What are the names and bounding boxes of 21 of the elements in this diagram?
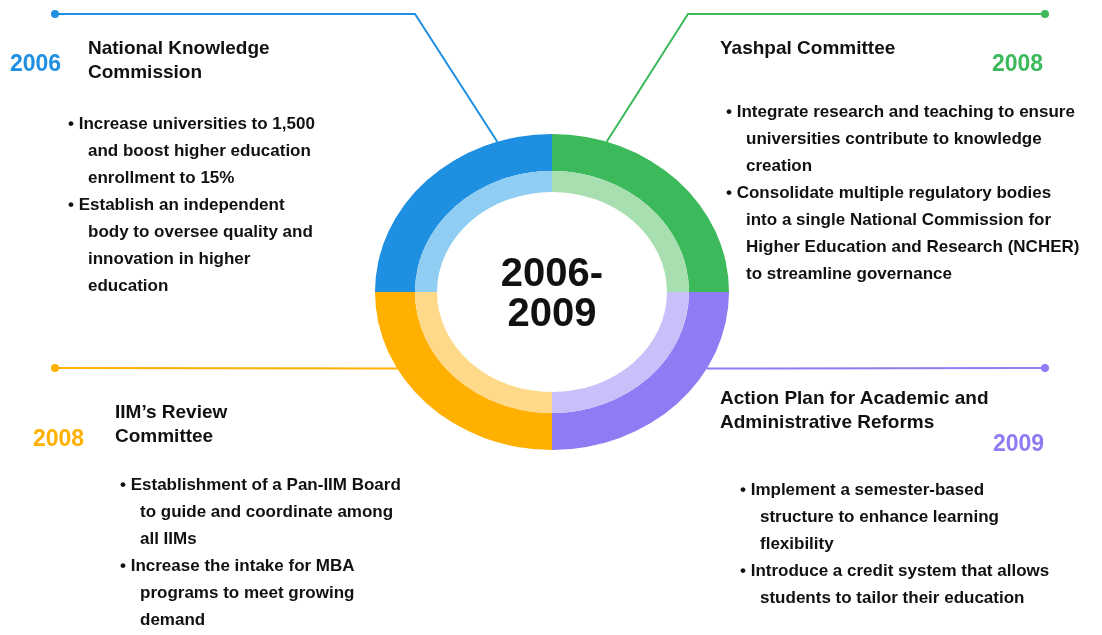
bullet-text: • Implement a semester-based structure to enhance learning flexibility — [740, 479, 1000, 555]
leader-line — [51, 364, 399, 372]
bullet-text: • Establishment of a Pan-IIM Board to guide and coordinate among all IIMs — [120, 474, 402, 550]
year-label: 2009 — [993, 430, 1045, 457]
bullet-text: • Increase universities to 1,500 and boost higher education enrollment to 15% — [68, 113, 316, 189]
heading: Action Plan for Academic and Administrative Reforms — [720, 386, 990, 434]
bullet-text: • Integrate research and teaching to ensure universities contribute to knowledge creation — [726, 101, 1076, 177]
bullet-text: • Establish an independent body to oversee quality and innovation in higher education — [68, 194, 314, 297]
leader-line — [51, 10, 499, 143]
heading: IIM’s Review Committee — [115, 400, 229, 448]
leader-line — [605, 10, 1049, 143]
center-label: 2006-2009 — [437, 192, 667, 392]
bullet-text: • Introduce a credit system that allows students to tailor their education — [740, 560, 1051, 609]
heading: National Knowledge Commission — [88, 36, 271, 84]
bullet-text: • Increase the intake for MBA programs to meet growing demand — [120, 555, 356, 631]
year-label: 2008 — [33, 425, 85, 452]
heading: Yashpal Committee — [720, 36, 897, 60]
leader-line — [705, 364, 1049, 372]
year-label: 2006 — [10, 50, 62, 77]
bullet-text: • Consolidate multiple regulatory bodies into a single National Commission for Higher Education and Research (NCHER) to streamline governance — [726, 182, 1081, 285]
year-label: 2008 — [992, 50, 1044, 77]
